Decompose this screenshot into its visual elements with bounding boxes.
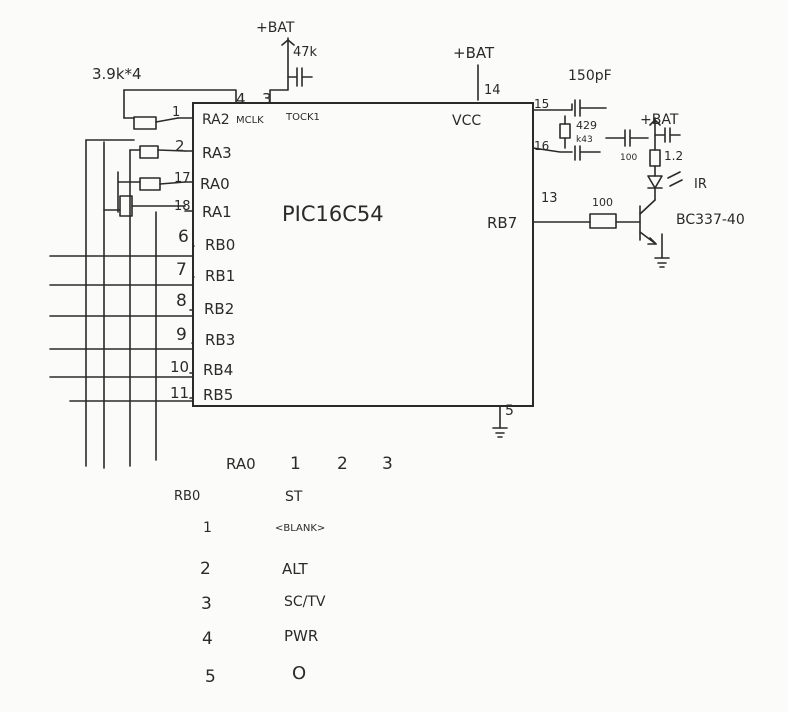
pin-label: RB2 <box>204 300 234 318</box>
table-row-key: O <box>292 663 306 684</box>
table-col-header: 1 <box>290 454 301 474</box>
pin-num: 7 <box>176 260 187 280</box>
table-col-header: 2 <box>337 454 348 474</box>
pin-label: TOCK1 <box>285 112 320 123</box>
pin-num: 8 <box>176 291 187 311</box>
pin-label: RA0 <box>200 175 230 193</box>
table-row-key: <BLANK> <box>275 523 325 534</box>
table-row-index: 3 <box>201 594 212 614</box>
pin-num: 17 <box>174 171 191 186</box>
bat-label-vcc: +BAT <box>453 44 495 62</box>
crystal-label-2: k43 <box>576 135 593 145</box>
table-row-key: ST <box>285 489 303 505</box>
table-row-index: 2 <box>200 559 211 579</box>
pin-label: RA1 <box>202 203 232 221</box>
table-row-index: 5 <box>205 667 216 687</box>
pin-label: RA2 <box>202 112 230 128</box>
pin-label: RA3 <box>202 144 232 162</box>
table-row-key: SC/TV <box>284 594 326 610</box>
res-100-osc-label: 100 <box>620 153 637 163</box>
pin-num: 2 <box>175 137 185 155</box>
table-row-index: 4 <box>202 629 213 649</box>
cap-150pf-label: 150pF <box>568 68 612 84</box>
chip-body <box>192 102 534 407</box>
ir-label: IR <box>694 177 707 192</box>
bat-label-top-left: +BAT <box>256 20 295 36</box>
table-corner: RA0 <box>226 455 256 473</box>
diode-annotation: 3.9k*4 <box>92 65 142 83</box>
pin-num: 15 <box>534 97 549 111</box>
pin-num: 5 <box>505 403 514 419</box>
crystal-label-1: 429 <box>576 119 597 132</box>
left-pin-labels: RA2 RA3 RA0 RA1 RB0 RB1 RB2 RB3 RB4 RB5 <box>200 112 235 404</box>
pin-num: 3 <box>262 90 272 108</box>
pin-num: 11 <box>170 384 189 402</box>
pin-label: RB3 <box>205 331 235 349</box>
pin-label: RB4 <box>203 361 233 379</box>
transistor-label: BC337-40 <box>676 212 745 228</box>
pin-label: RB0 <box>205 236 235 254</box>
pin-num: 14 <box>484 83 501 98</box>
key-table: RA0 1 2 3 RB0 ST 1 <BLANK> 2 ALT 3 SC/TV… <box>174 454 393 687</box>
pin-num: 4 <box>236 90 246 108</box>
pin-num: 13 <box>541 191 558 206</box>
pin-label: RB7 <box>487 214 517 232</box>
table-row-header: RB0 <box>174 489 200 504</box>
chip-vcc-label: VCC <box>452 113 481 129</box>
res-47k-label: 47k <box>293 45 318 60</box>
pin-label: MCLK <box>236 115 264 126</box>
bat-label-right: +BAT <box>640 112 679 128</box>
pin-num: 1 <box>172 105 180 120</box>
base-res-label: 100 <box>592 196 613 209</box>
pin-num: 16 <box>534 139 549 153</box>
table-row-key: ALT <box>282 560 309 578</box>
pin-num: 10 <box>170 358 189 376</box>
wiring <box>49 37 683 469</box>
pin-label: RB1 <box>205 267 235 285</box>
chip-name: PIC16C54 <box>282 202 384 226</box>
table-row-index: 1 <box>203 520 212 536</box>
left-pin-numbers: 1 2 17 18 6 7 8 9 10 11 <box>170 105 191 402</box>
led-res-label: 1.2 <box>664 149 683 163</box>
pin-num: 9 <box>176 325 187 345</box>
table-row-key: PWR <box>284 627 318 645</box>
pin-label: RB5 <box>203 386 233 404</box>
table-col-header: 3 <box>382 454 393 474</box>
pin-num: 6 <box>178 227 189 247</box>
